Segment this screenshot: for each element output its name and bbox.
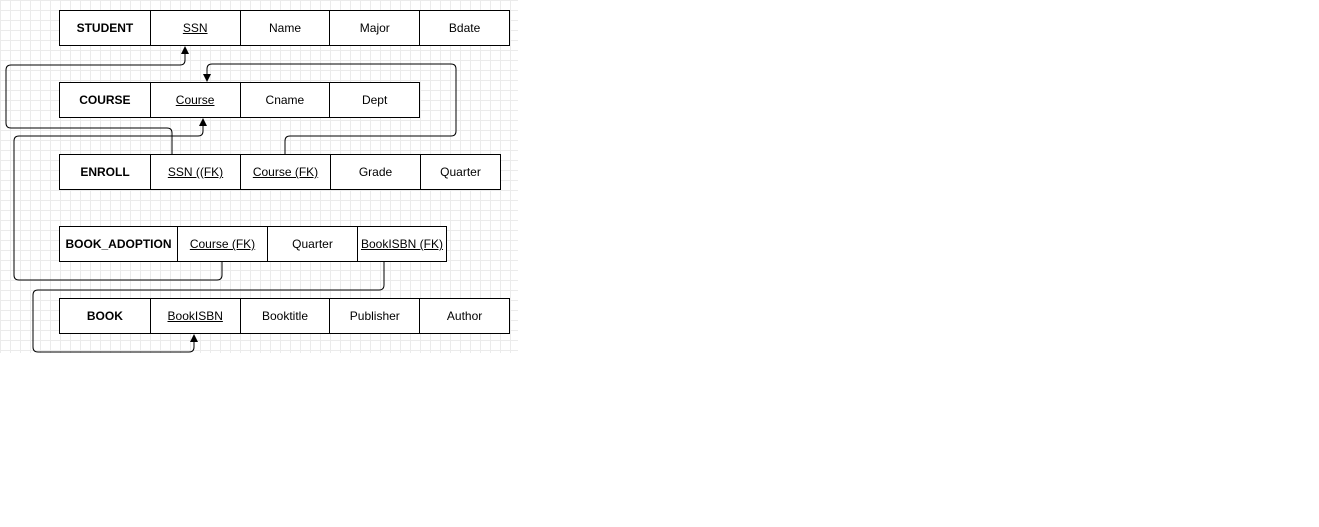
field-major: Major	[329, 11, 419, 45]
table-name: ENROLL	[80, 165, 130, 179]
field-quarter: Quarter	[420, 155, 500, 189]
table-name: BOOK_ADOPTION	[65, 237, 172, 251]
field-course-fk: Course (FK)	[177, 227, 267, 261]
field-course-fk: Course (FK)	[240, 155, 330, 189]
field-publisher: Publisher	[329, 299, 419, 333]
field-bookisbn: BookISBN	[149, 299, 240, 333]
diagram-canvas: STUDENT SSN Name Major Bdate COURSE Cour…	[0, 0, 518, 353]
table-name: COURSE	[79, 93, 131, 107]
table-student[interactable]: STUDENT SSN Name Major Bdate	[59, 10, 510, 46]
field-grade: Grade	[330, 155, 420, 189]
field-cname: Cname	[239, 83, 330, 117]
table-name: BOOK	[86, 309, 123, 323]
table-book-adoption[interactable]: BOOK_ADOPTION Course (FK) Quarter BookIS…	[59, 226, 447, 262]
field-dept: Dept	[329, 83, 419, 117]
table-book[interactable]: BOOK BookISBN Booktitle Publisher Author	[59, 298, 510, 334]
field-quarter: Quarter	[267, 227, 357, 261]
field-ssn: SSN	[149, 11, 240, 45]
field-booktitle: Booktitle	[239, 299, 330, 333]
table-enroll[interactable]: ENROLL SSN ((FK) Course (FK) Grade Quart…	[59, 154, 501, 190]
field-name: Name	[239, 11, 330, 45]
field-bdate: Bdate	[419, 11, 509, 45]
field-author: Author	[419, 299, 509, 333]
table-name: STUDENT	[76, 21, 134, 35]
field-course: Course	[149, 83, 240, 117]
field-ssn-fk: SSN ((FK)	[150, 155, 240, 189]
field-bookisbn-fk: BookISBN (FK)	[357, 227, 446, 261]
table-course[interactable]: COURSE Course Cname Dept	[59, 82, 420, 118]
